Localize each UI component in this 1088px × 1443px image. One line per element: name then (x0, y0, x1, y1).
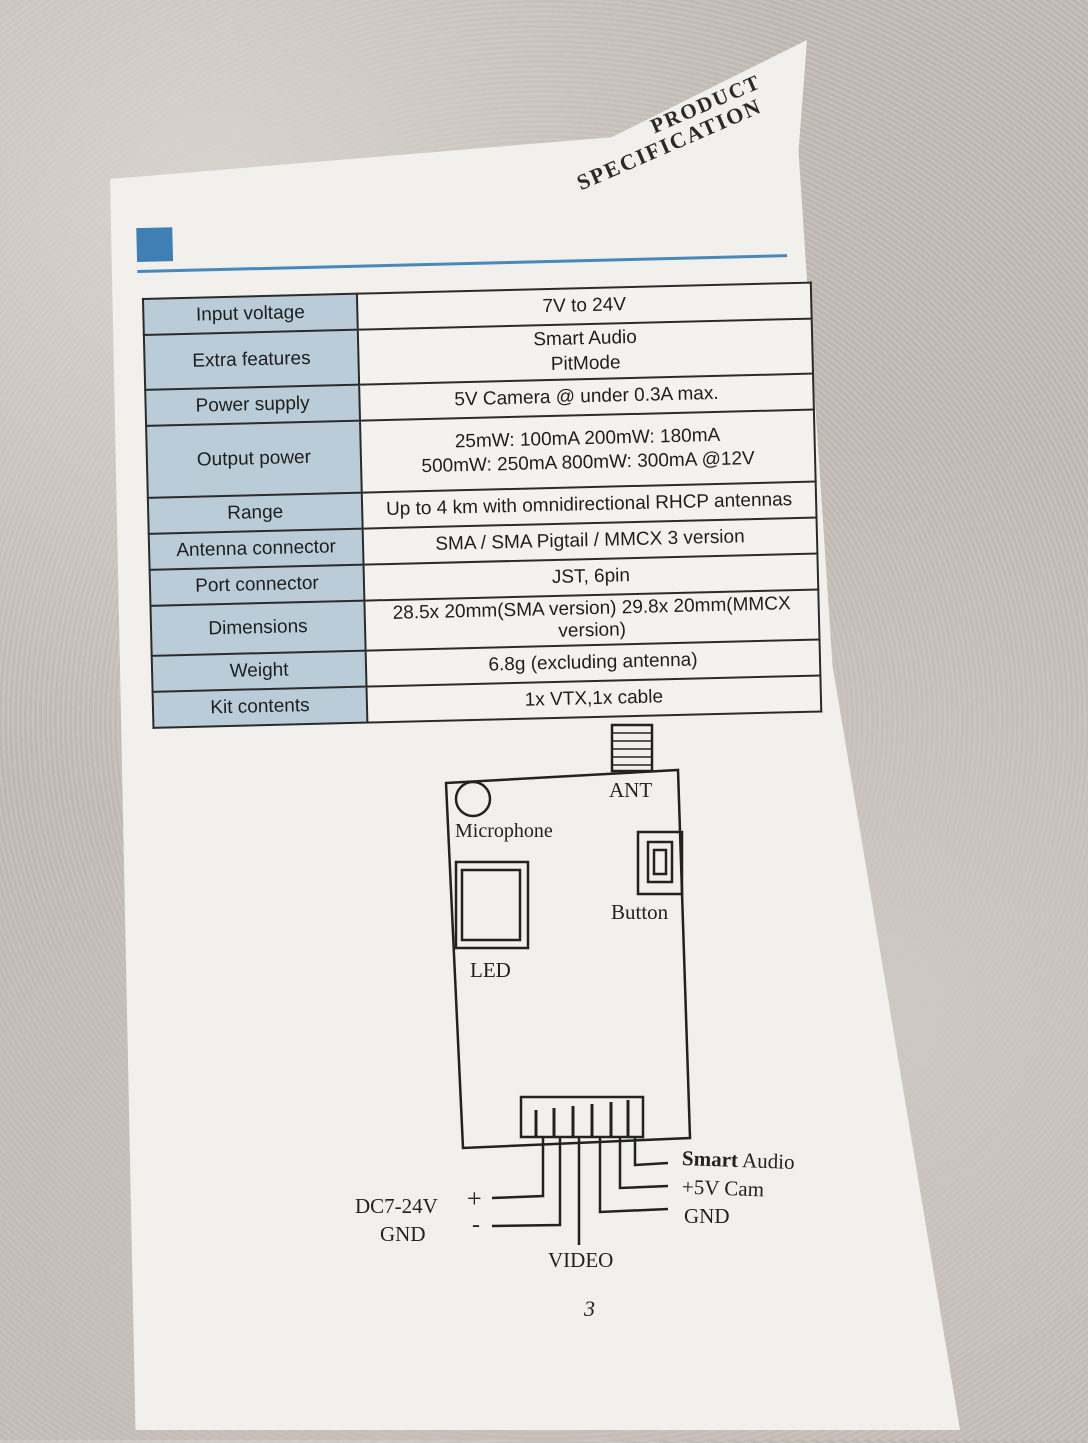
spec-label: Weight (151, 650, 367, 693)
spec-label: Extra features (143, 329, 360, 391)
spec-label: Input voltage (142, 293, 358, 335)
spec-label: Output power (146, 421, 362, 499)
spec-label: Antenna connector (148, 529, 364, 571)
spec-table: Input voltage 7V to 24V Extra features S… (142, 282, 822, 730)
spec-label: Range (147, 493, 363, 535)
section-marker (136, 227, 174, 263)
header-rule (137, 254, 788, 274)
spec-label: Kit contents (152, 686, 368, 729)
page-title: PRODUCT SPECIFICATION (565, 69, 774, 195)
spec-value: 25mW: 100mA 200mW: 180mA 500mW: 250mA 80… (360, 409, 816, 494)
spec-label: Dimensions (150, 600, 366, 657)
spec-label: Port connector (149, 564, 365, 607)
spec-label: Power supply (145, 385, 361, 427)
